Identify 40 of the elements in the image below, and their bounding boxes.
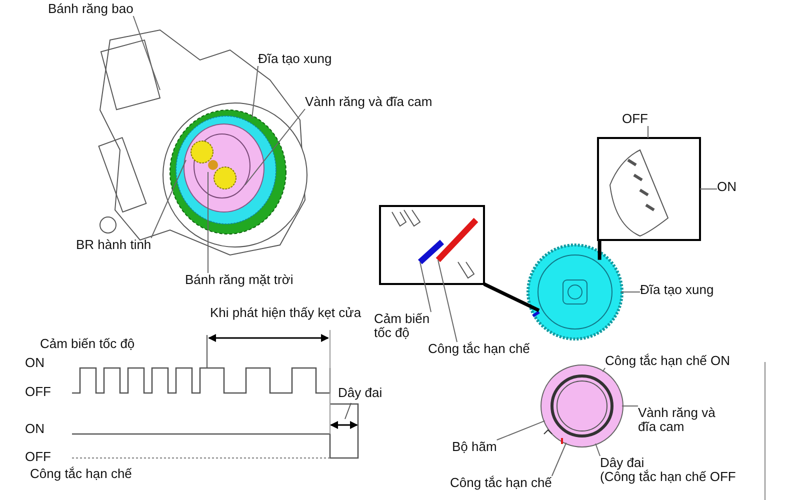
part-label: Bánh răng mặt trời xyxy=(185,273,294,287)
leader-line xyxy=(132,16,160,90)
pulse-disc-drawing xyxy=(526,244,624,340)
part-label: (Công tắc hạn chế OFF xyxy=(600,470,736,484)
switch-inset-callout xyxy=(597,137,701,241)
state-label: ON xyxy=(25,356,44,370)
part-label: Công tắc hạn chế ON xyxy=(605,354,730,368)
part-label: Công tắc hạn chế xyxy=(450,476,552,490)
leader-line xyxy=(496,420,546,440)
part-label: Cảm biến tốc độ xyxy=(374,312,432,340)
state-label: ON xyxy=(25,422,44,436)
part-label: Bộ hãm xyxy=(452,440,497,454)
part-label: Vành răng và đĩa cam xyxy=(638,406,724,434)
speed-sensor-bar xyxy=(418,240,444,264)
leader-line xyxy=(244,108,306,186)
state-label: OFF xyxy=(25,450,51,464)
part-label: Đĩa tạo xung xyxy=(640,283,714,297)
part-label: Đĩa tạo xung xyxy=(258,52,332,66)
leader-line xyxy=(602,368,606,372)
signal-name: Cảm biến tốc độ xyxy=(40,337,135,351)
leader-line xyxy=(252,66,258,118)
part-label: BR hành tinh xyxy=(76,238,152,252)
part-label: Công tắc hạn chế xyxy=(428,342,530,356)
part-label: Vành răng và đĩa cam xyxy=(305,95,432,109)
part-label: Bánh răng bao xyxy=(48,2,134,16)
part-label: Dây đai xyxy=(600,456,644,470)
signal-name: Công tắc hạn chế xyxy=(30,467,132,481)
dimension-label: Dây đai xyxy=(338,386,382,400)
limit-switch-bar xyxy=(436,218,478,262)
state-label: OFF xyxy=(25,385,51,399)
leader-line xyxy=(420,262,432,312)
leader-line xyxy=(595,443,600,456)
part-label: ON xyxy=(717,180,736,194)
sensor-inset-callout xyxy=(379,205,485,285)
leader-line xyxy=(700,188,718,190)
leader-line xyxy=(150,160,186,238)
leader-line xyxy=(438,260,458,342)
part-label: OFF xyxy=(622,112,648,126)
condition-caption: Khi phát hiện thấy kẹt cửa xyxy=(210,306,362,320)
leader-line xyxy=(551,442,567,476)
